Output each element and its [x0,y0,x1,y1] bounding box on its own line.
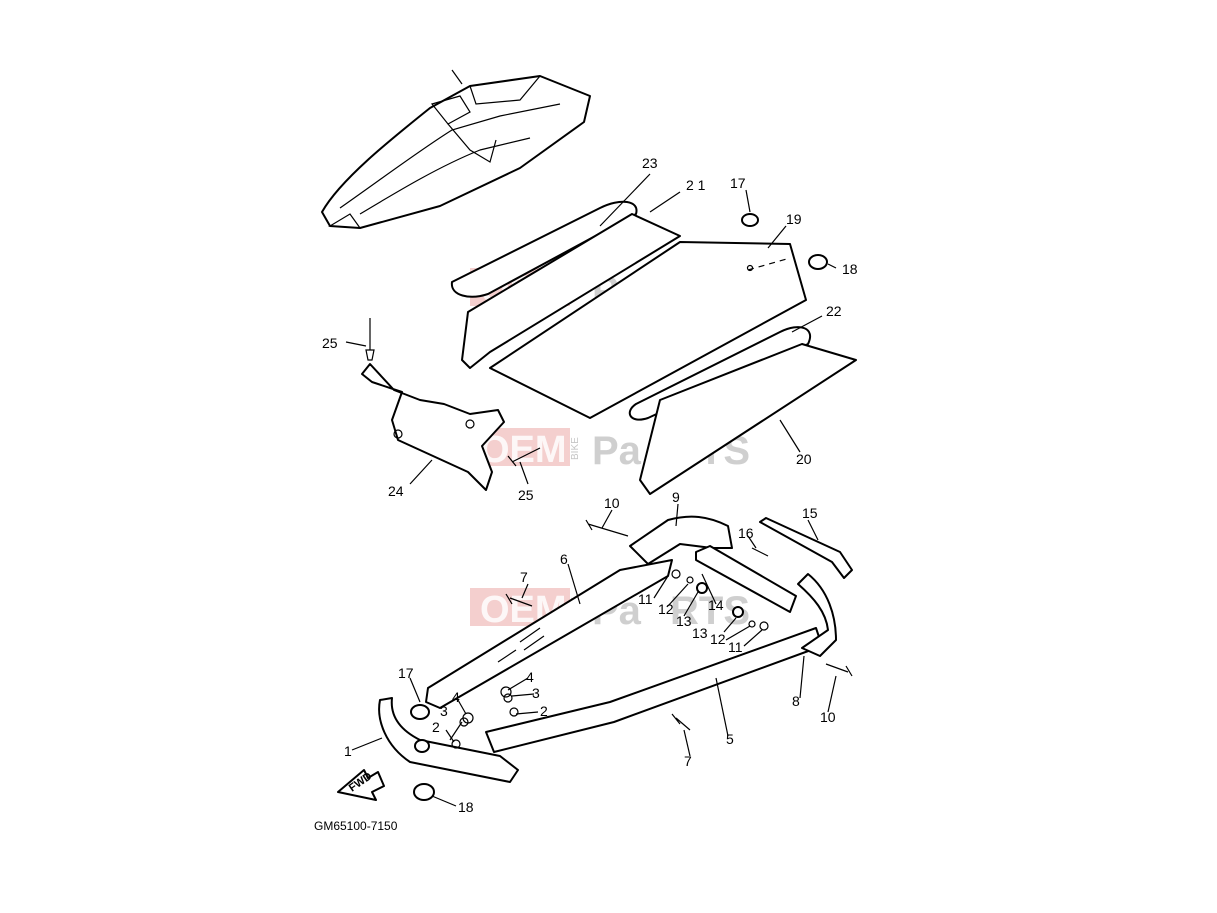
bolt-part-7-lower [671,713,691,731]
drawing-code: GM65100-7150 [314,819,398,833]
callout-17-lower: 17 [398,665,414,681]
callout-16: 16 [738,525,754,541]
washer-part-3-left [459,717,469,727]
svg-text:OEM: OEM [480,429,567,471]
callout-25-top: 25 [322,335,338,351]
callout-12-top: 12 [658,601,674,617]
nut-part-18-bottom [413,783,435,801]
washer-part-11-upper [671,569,681,579]
nut-part-18-top [808,254,828,270]
callout-21: 2 1 [686,177,706,193]
plug-part-17-top [741,213,759,227]
callout-12-lower: 12 [710,631,726,647]
strip-part-15 [759,517,853,579]
callout-19: 19 [786,211,802,227]
callout-18-top: 18 [842,261,858,277]
leader-lines [345,173,837,807]
callouts: 23 2 1 17 19 18 22 20 25 24 25 10 9 16 1… [322,155,858,815]
washer-part-2-right [509,707,519,717]
bolt-part-7-upper [505,593,533,607]
callout-3-left: 3 [440,703,448,719]
mat-part-19 [489,241,807,419]
washer-part-12-upper [686,576,694,584]
callout-11-lower: 11 [728,639,743,655]
callout-2-left: 2 [432,719,440,735]
callout-20: 20 [796,451,812,467]
callout-2-right: 2 [540,703,548,719]
rail-part-14 [695,545,797,613]
callout-17-top: 17 [730,175,746,191]
callout-14: 14 [708,597,724,613]
callout-24: 24 [388,483,404,499]
bolt-part-10-lower [825,663,853,677]
callout-25-side: 25 [518,487,534,503]
nut-part-4-right [500,686,512,698]
callout-1: 1 [344,743,352,759]
callout-4-right: 4 [526,669,534,685]
pin-part-25-side [507,447,541,467]
washer-part-2-left [451,739,461,749]
bracket-part-8 [797,573,837,657]
washer-part-12-lower [748,620,756,628]
mat-part-21 [461,213,681,369]
bolt-part-16 [751,547,769,557]
callout-7-top: 7 [520,569,528,585]
callout-7-lower: 7 [684,753,692,769]
bracket-part-24 [361,363,505,491]
washer-part-3-right [503,693,513,703]
fwd-arrow-icon: FWD [337,769,385,801]
callout-8: 8 [792,693,800,709]
callout-9: 9 [672,489,680,505]
callout-22: 22 [826,303,842,319]
callout-6: 6 [560,551,568,567]
callout-11-top: 11 [638,591,653,607]
bumper-part-1 [378,697,519,783]
rail-part-6 [425,559,673,709]
nut-part-13-upper [696,582,708,594]
callout-18-lower: 18 [458,799,474,815]
callout-10-lower: 10 [820,709,836,725]
svg-text:Pa: Pa [592,429,642,473]
watercraft-overview [321,69,591,229]
bolt-part-10-upper [585,519,629,537]
callout-13-top: 13 [676,613,692,629]
svg-text:BIKE: BIKE [570,437,581,460]
mat-part-20 [639,343,857,495]
callout-10-top: 10 [604,495,620,511]
callout-5: 5 [726,731,734,747]
mat-part-23 [450,200,638,298]
bracket-part-9 [629,515,733,565]
washer-part-11-lower [759,621,769,631]
nut-part-4-left [462,712,474,724]
callout-3-right: 3 [532,685,540,701]
pin-part-25-top [365,318,375,361]
callout-4-left: 4 [452,689,460,705]
callout-23: 23 [642,155,658,171]
nut-part-13-lower [732,606,744,618]
callout-13-lower: 13 [692,625,708,641]
callout-15: 15 [802,505,818,521]
